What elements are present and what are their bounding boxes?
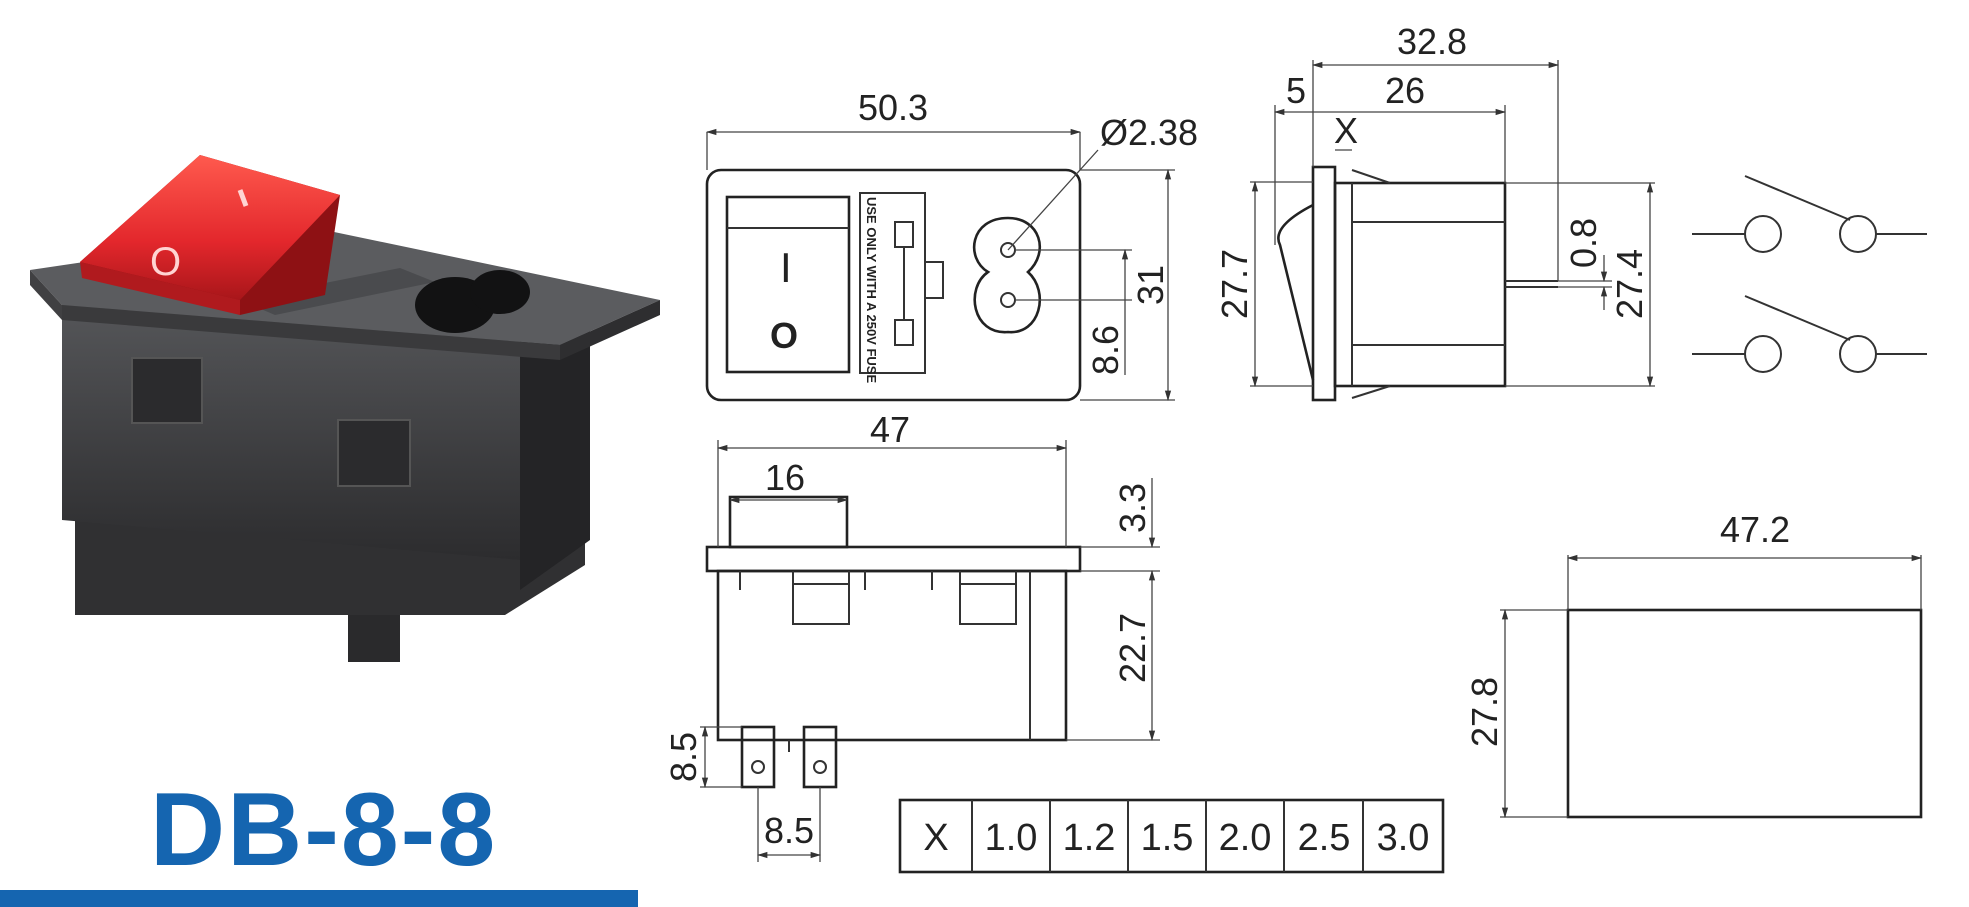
side-overall-depth-label: 32.8	[1397, 21, 1467, 62]
hole-diameter-label: Ø2.38	[1100, 112, 1198, 153]
terminal-left	[740, 725, 776, 789]
panel-thickness-table: X 1.0 1.2 1.5 2.0 2.5 3.0	[898, 798, 1445, 874]
body-height-label: 22.7	[1112, 613, 1153, 683]
side-body	[1333, 181, 1507, 388]
switch-off-mark: O	[770, 315, 798, 356]
side-rocker	[1277, 203, 1315, 381]
socket-hole-bottom	[1000, 292, 1016, 308]
hole-spacing-label: 8.6	[1085, 325, 1126, 375]
switch-on-mark: I	[780, 244, 792, 291]
accent-bar	[0, 890, 638, 907]
table-cell: 1.5	[1141, 817, 1194, 859]
side-panel-thickness-label: X	[1334, 110, 1358, 151]
table-cell: 2.5	[1298, 817, 1351, 859]
table-cell: 3.0	[1377, 817, 1430, 859]
cutout-width-label: 47.2	[1720, 509, 1790, 550]
front-height-label: 31	[1130, 265, 1171, 305]
top-view: 47 16 3.3 22.7 8.5 8.5	[663, 409, 1160, 862]
fuse-label: USE ONLY WITH A 250V FUSE	[864, 197, 879, 383]
cutout-height-label: 27.8	[1464, 677, 1505, 747]
top-clip-right	[959, 583, 1017, 625]
rocker-width-label: 16	[765, 457, 805, 498]
product-photo: O	[30, 155, 660, 662]
rocker-off-mark: O	[150, 240, 181, 284]
side-view: 32.8 5 26 X 27.7 27.4 0.8	[1214, 21, 1655, 402]
side-rocker-depth-label: 5	[1286, 70, 1306, 111]
product-title: DB-8-8	[150, 772, 497, 888]
socket-outline	[972, 216, 1042, 334]
front-view: I O USE ONLY WITH A 250V FUSE 50.3 Ø2.38…	[705, 87, 1198, 402]
table-cell: 1.0	[985, 817, 1038, 859]
top-rocker	[728, 495, 849, 549]
side-flange	[1311, 165, 1337, 402]
terminal-right	[802, 725, 838, 789]
table-cell: 2.0	[1219, 817, 1272, 859]
side-body-height-label: 27.4	[1609, 249, 1650, 319]
front-outline	[705, 168, 1082, 402]
terminal-length-label: 8.5	[663, 732, 704, 782]
cutout-outline	[1566, 608, 1923, 819]
top-body	[716, 569, 1068, 742]
front-width-label: 50.3	[858, 87, 928, 128]
rocker-outline	[725, 195, 851, 374]
switch-schematic	[1692, 175, 1927, 373]
side-flange-height-label: 27.7	[1214, 249, 1255, 319]
table-cell: 1.2	[1063, 817, 1116, 859]
terminal-spacing-label: 8.5	[764, 810, 814, 851]
panel-cutout: 47.2 27.8	[1464, 509, 1923, 819]
pin-thickness-label: 0.8	[1563, 218, 1604, 268]
top-width-label: 47	[870, 409, 910, 450]
table-header-x: X	[923, 817, 948, 859]
top-flange	[705, 545, 1082, 573]
rocker-height-label: 3.3	[1112, 483, 1153, 533]
top-clip-left	[792, 583, 850, 625]
side-body-depth-label: 26	[1385, 70, 1425, 111]
